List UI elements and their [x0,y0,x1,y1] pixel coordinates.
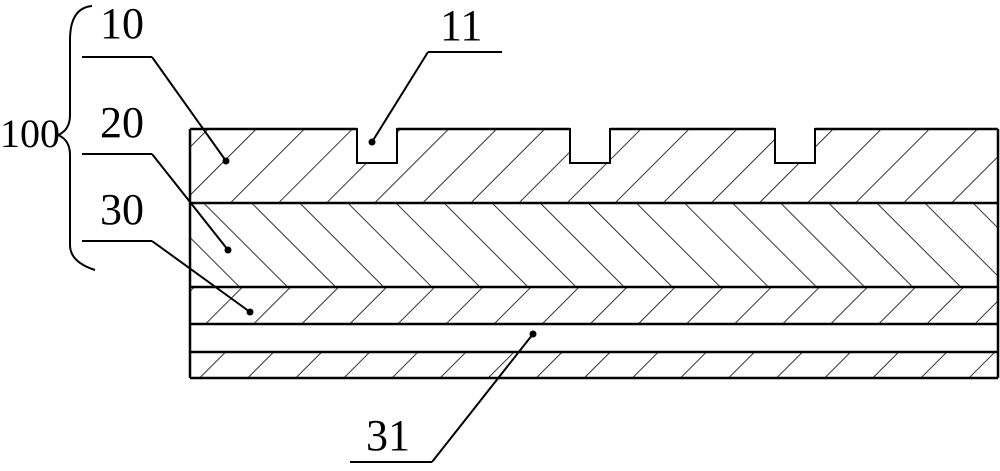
leader-30-dot [247,309,254,316]
groove-11-b [570,129,610,163]
label-10: 10 [100,0,144,48]
leader-10-dot [223,158,230,165]
label-31: 31 [366,411,410,460]
leader-31-dot [530,331,537,338]
label-100: 100 [0,111,60,156]
label-11: 11 [440,1,482,50]
groove-11-c [775,129,815,163]
layer-30-upper [190,287,998,324]
label-20: 20 [100,98,144,147]
leader-11-dot [369,139,376,146]
layer-20 [190,203,998,287]
layer-31 [190,324,998,352]
leader-20-dot [225,247,232,254]
group-brace [58,6,95,270]
layer-30-lower [190,352,998,378]
label-30: 30 [100,185,144,234]
